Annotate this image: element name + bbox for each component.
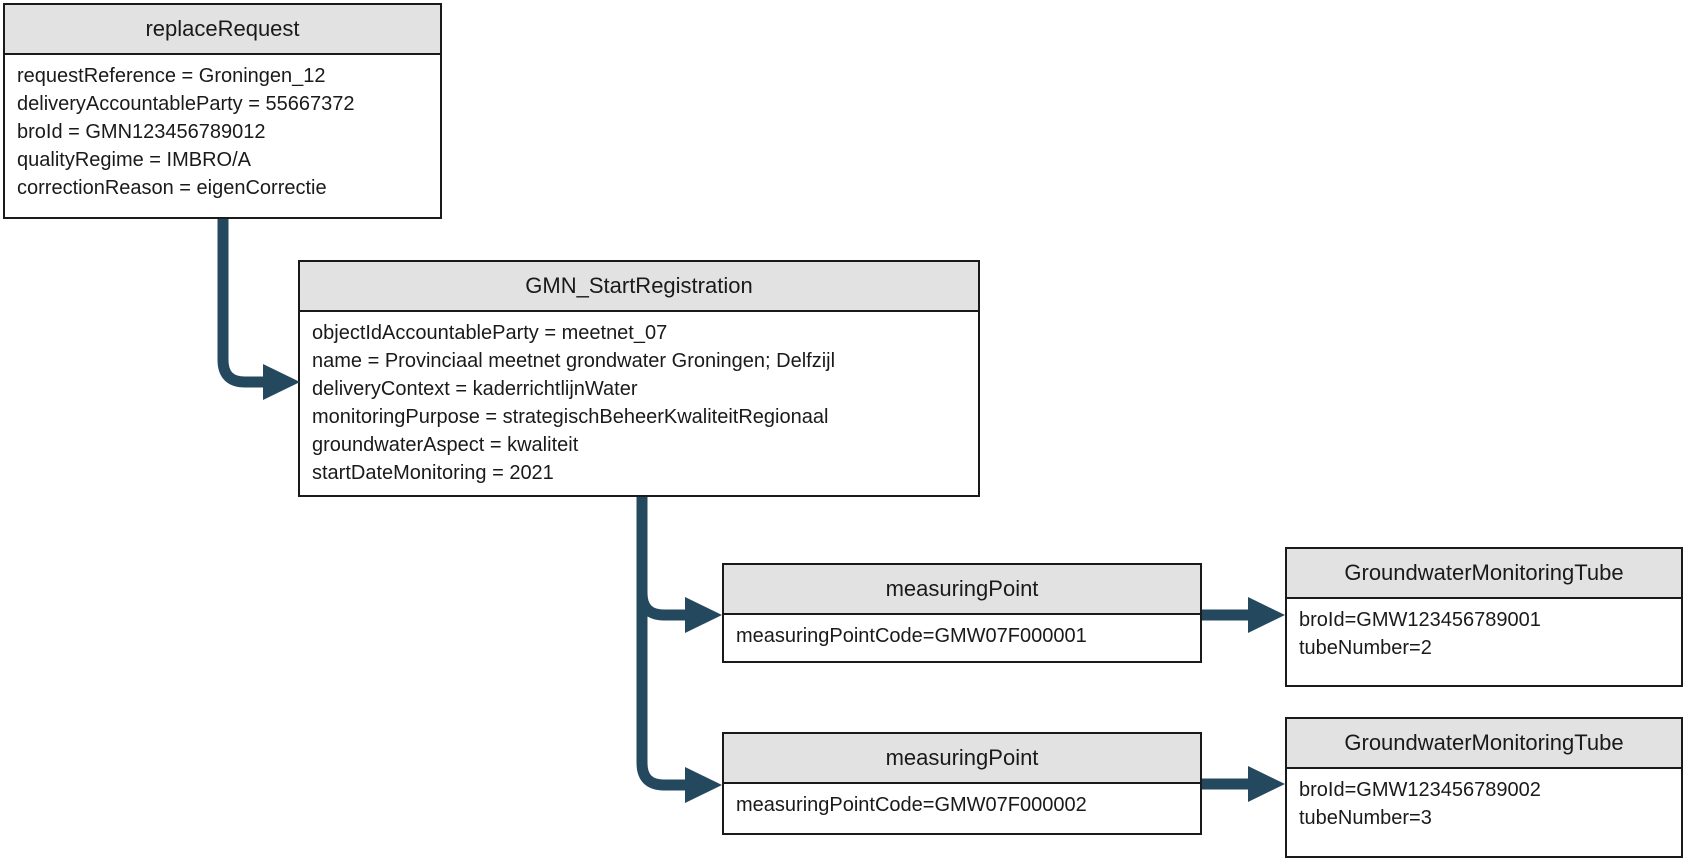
arrowhead-icon bbox=[1248, 766, 1285, 802]
attribute-line: broId=GMW123456789001 bbox=[1299, 609, 1541, 631]
attribute-line: broId = GMN123456789012 bbox=[17, 121, 266, 143]
attribute-line: deliveryContext = kaderrichtlijnWater bbox=[312, 378, 638, 400]
arrowhead-icon bbox=[1248, 597, 1285, 633]
class-box-body: objectIdAccountableParty = meetnet_07 na… bbox=[300, 312, 978, 487]
class-box-body: measuringPointCode=GMW07F000002 bbox=[724, 784, 1200, 819]
edge-replace-request-to-gmn bbox=[217, 219, 300, 400]
class-box-title: replaceRequest bbox=[5, 5, 440, 55]
class-box-title: measuringPoint bbox=[724, 734, 1200, 784]
attribute-line: tubeNumber=3 bbox=[1299, 807, 1432, 829]
edge-measuring-point-2-to-tube-2 bbox=[1202, 766, 1285, 802]
class-box-body: broId=GMW123456789001 tubeNumber=2 bbox=[1287, 599, 1681, 662]
attribute-line: tubeNumber=2 bbox=[1299, 637, 1432, 659]
edge-line bbox=[636, 590, 688, 621]
class-box-body: requestReference = Groningen_12 delivery… bbox=[5, 55, 440, 202]
class-box-measuring-point-1: measuringPoint measuringPointCode=GMW07F… bbox=[722, 563, 1202, 663]
class-box-tube-1: GroundwaterMonitoringTube broId=GMW12345… bbox=[1285, 547, 1683, 687]
attribute-line: deliveryAccountableParty = 55667372 bbox=[17, 93, 355, 115]
attribute-line: objectIdAccountableParty = meetnet_07 bbox=[312, 322, 668, 344]
attribute-line: measuringPointCode=GMW07F000002 bbox=[736, 794, 1087, 816]
edge-gmn-to-measuring-point-2 bbox=[636, 497, 722, 803]
edge-measuring-point-1-to-tube-1 bbox=[1202, 597, 1285, 633]
edge-line bbox=[636, 497, 688, 791]
class-box-title: measuringPoint bbox=[724, 565, 1200, 615]
attribute-line: monitoringPurpose = strategischBeheerKwa… bbox=[312, 406, 829, 428]
arrowhead-icon bbox=[263, 364, 300, 400]
class-box-tube-2: GroundwaterMonitoringTube broId=GMW12345… bbox=[1285, 717, 1683, 858]
attribute-line: qualityRegime = IMBRO/A bbox=[17, 149, 251, 171]
class-box-title: GMN_StartRegistration bbox=[300, 262, 978, 312]
arrowhead-icon bbox=[685, 597, 722, 633]
class-box-body: broId=GMW123456789002 tubeNumber=3 bbox=[1287, 769, 1681, 832]
attribute-line: startDateMonitoring = 2021 bbox=[312, 462, 554, 484]
class-box-title: GroundwaterMonitoringTube bbox=[1287, 549, 1681, 599]
attribute-line: correctionReason = eigenCorrectie bbox=[17, 177, 327, 199]
attribute-line: measuringPointCode=GMW07F000001 bbox=[736, 625, 1087, 647]
class-box-body: measuringPointCode=GMW07F000001 bbox=[724, 615, 1200, 650]
edge-gmn-to-measuring-point-1 bbox=[636, 590, 722, 633]
attribute-line: name = Provinciaal meetnet grondwater Gr… bbox=[312, 350, 836, 372]
attribute-line: broId=GMW123456789002 bbox=[1299, 779, 1541, 801]
attribute-line: groundwaterAspect = kwaliteit bbox=[312, 434, 579, 456]
class-box-measuring-point-2: measuringPoint measuringPointCode=GMW07F… bbox=[722, 732, 1202, 835]
edge-line bbox=[217, 219, 266, 388]
attribute-line: requestReference = Groningen_12 bbox=[17, 65, 326, 87]
arrowhead-icon bbox=[685, 767, 722, 803]
class-box-title: GroundwaterMonitoringTube bbox=[1287, 719, 1681, 769]
class-box-gmn-start-registration: GMN_StartRegistration objectIdAccountabl… bbox=[298, 260, 980, 497]
class-box-replace-request: replaceRequest requestReference = Gronin… bbox=[3, 3, 442, 219]
